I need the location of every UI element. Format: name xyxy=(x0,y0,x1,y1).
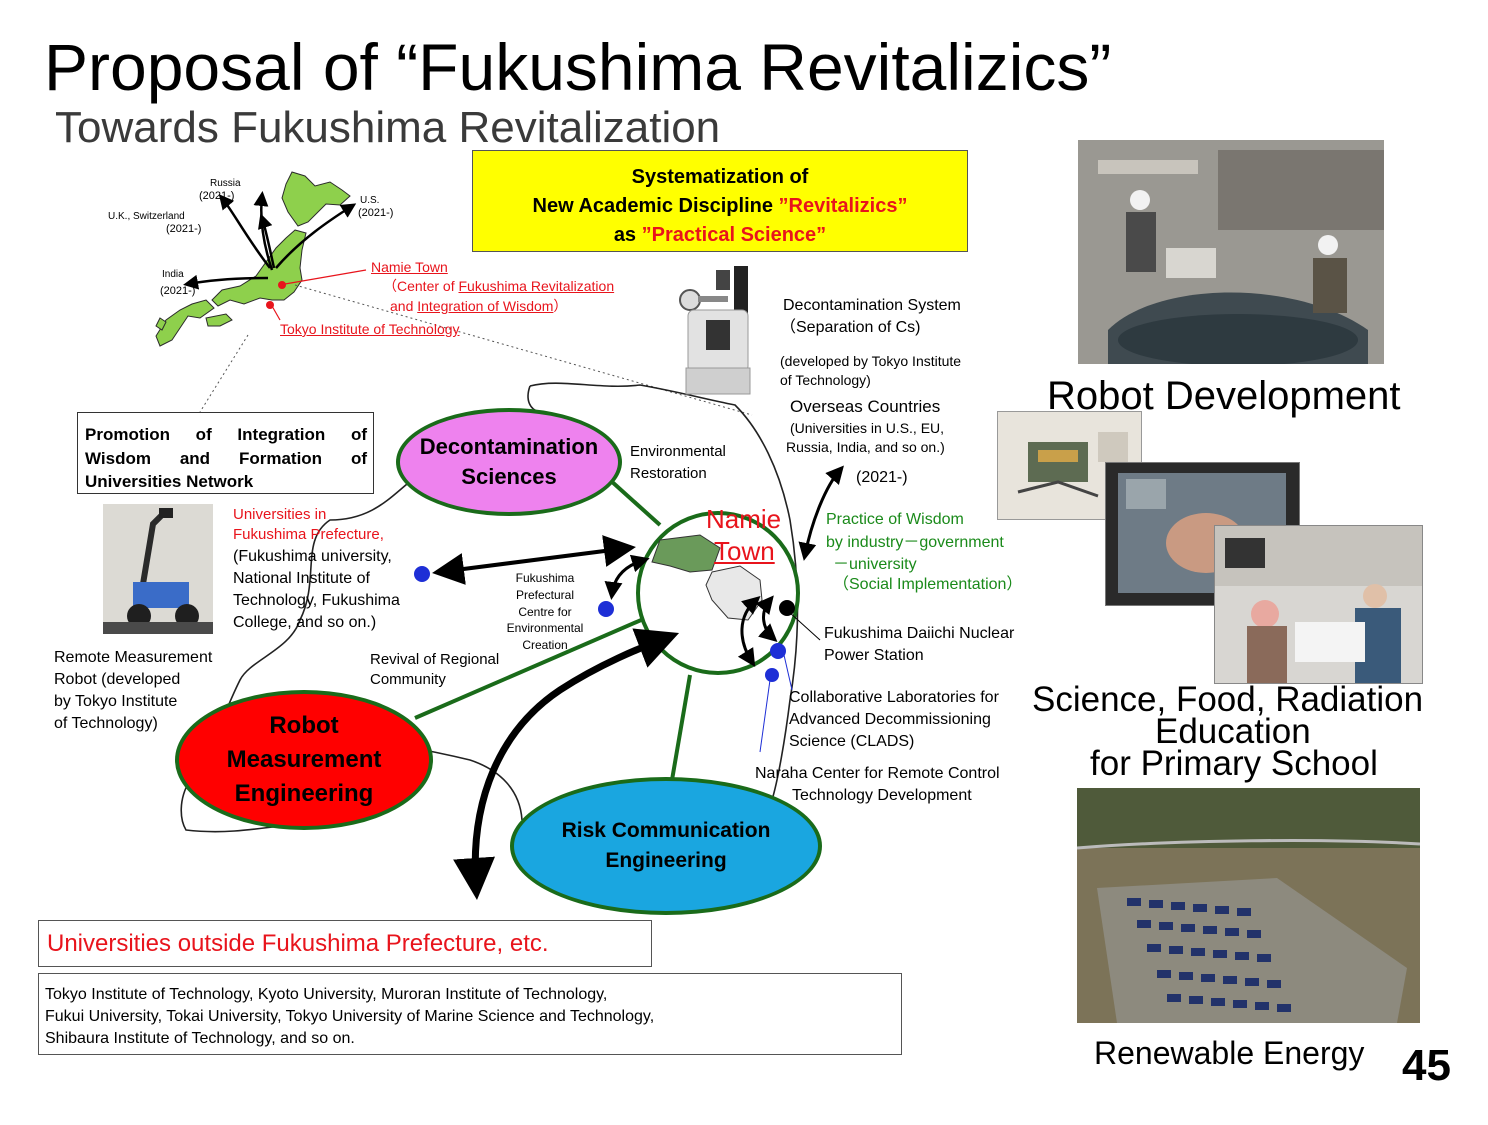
remote-robot-line2: Robot (developed xyxy=(54,671,181,688)
decon-system-dev2: of Technology) xyxy=(780,372,871,388)
remote-robot-line3: by Tokyo Institute xyxy=(54,693,178,710)
risk-communication-engineering-oval: Risk Communication Engineering xyxy=(510,777,822,915)
robot-oval-line2: Measurement xyxy=(226,746,382,773)
prefectural-line1: Fukushima xyxy=(515,571,575,585)
universities-in-fukushima-line2: Fukushima Prefecture, xyxy=(233,526,384,543)
map-tokyo-tech: Tokyo Institute of Technology xyxy=(280,321,460,337)
page-number: 45 xyxy=(1402,1041,1451,1090)
robot-oval-line3: Engineering xyxy=(234,780,374,807)
decon-system-dev1: (developed by Tokyo Institute xyxy=(780,353,962,369)
decon-system-line2: （Separation of Cs) xyxy=(780,319,921,336)
renewable-energy-photo xyxy=(1077,788,1420,1023)
overseas-line1: Overseas Countries xyxy=(790,397,941,416)
map-label-uk: U.K., Switzerland xyxy=(108,211,185,222)
universities-in-fukushima-line6: College, and so on.) xyxy=(233,614,377,631)
prefectural-centre-label: Fukushima Prefectural Centre for Environ… xyxy=(494,570,596,654)
remote-robot-line4: of Technology) xyxy=(54,715,158,732)
prefectural-line5: Creation xyxy=(522,638,568,653)
outside-list-line1: Tokyo Institute of Technology, Kyoto Uni… xyxy=(45,986,608,1003)
robot-development-caption: Robot Development xyxy=(1047,374,1401,418)
risk-oval-line2: Engineering xyxy=(605,849,727,872)
map-label-us-year: (2021-) xyxy=(358,207,394,219)
universities-in-fukushima-line5: Technology, Fukushima xyxy=(233,592,400,609)
practice-of-wisdom-line3: －university xyxy=(833,556,917,573)
map-label-uk-year: (2021-) xyxy=(166,223,202,235)
map-center-line1: （Center of Fukushima Revitalization xyxy=(383,278,615,294)
systematization-box: Systematization of New Academic Discipli… xyxy=(472,150,968,252)
decon-system-line1: Decontamination System xyxy=(783,297,961,314)
education-caption-line2: Education xyxy=(1155,712,1311,751)
prefectural-line3: Centre for xyxy=(518,604,572,619)
japan-map xyxy=(155,171,351,347)
naraha-label-line1: Naraha Center for Remote Control xyxy=(755,765,1000,782)
universities-in-fukushima-line3: (Fukushima university, xyxy=(233,548,392,565)
namie-center-label-line2: Town xyxy=(714,536,775,566)
education-photo-3 xyxy=(1214,525,1423,684)
revival-label-line2: Community xyxy=(370,671,446,688)
namie-center-label-line1: Namie xyxy=(706,504,782,534)
promotion-line2: Wisdom and Formation of xyxy=(85,448,367,468)
risk-oval-line1: Risk Communication xyxy=(561,819,771,842)
practice-of-wisdom-line2: by industry－government xyxy=(826,534,1004,551)
renewable-energy-caption: Renewable Energy xyxy=(1094,1035,1365,1071)
page-title: Proposal of “Fukushima Revitalizics” xyxy=(44,30,1112,104)
universities-in-fukushima-line4: National Institute of xyxy=(233,570,370,587)
promotion-line1: Promotion of Integration of xyxy=(85,425,367,444)
map-label-russia: Russia xyxy=(210,178,241,189)
clads-label-line3: Science (CLADS) xyxy=(789,733,915,750)
environmental-restoration-line2: Restoration xyxy=(630,465,707,482)
remote-robot-line1: Remote Measurement xyxy=(54,649,213,666)
outside-list-line2: Fukui University, Tokai University, Toky… xyxy=(45,1008,655,1025)
naraha-label-line2: Technology Development xyxy=(792,787,972,804)
map-label-india-year: (2021-) xyxy=(160,285,196,297)
prefectural-line4: Environmental xyxy=(506,621,584,636)
robot-development-photo xyxy=(1078,140,1384,364)
decontamination-sciences-oval: Decontamination Sciences xyxy=(396,408,622,516)
robot-oval-line1: Robot xyxy=(269,712,339,739)
overseas-line2: (Universities in U.S., EU, xyxy=(790,420,945,436)
daiichi-label-line2: Power Station xyxy=(824,647,924,664)
prefectural-line2: Prefectural xyxy=(515,587,575,602)
revival-label-line1: Revival of Regional xyxy=(370,651,500,668)
practice-of-wisdom-line4: （Social Implementation） xyxy=(833,576,1023,593)
education-caption-line3: for Primary School xyxy=(1090,744,1378,783)
map-label-us: U.S. xyxy=(360,195,380,206)
outside-universities-title-box: Universities outside Fukushima Prefectur… xyxy=(38,920,652,967)
education-caption-line1: Science, Food, Radiation xyxy=(1032,680,1424,719)
remote-measurement-robot-photo xyxy=(103,504,213,634)
clads-label-line1: Collaborative Laboratories for xyxy=(789,689,999,706)
decontamination-device-photo xyxy=(676,262,776,400)
outside-universities-title: Universities outside Fukushima Prefectur… xyxy=(47,930,549,957)
universities-in-fukushima-line1: Universities in xyxy=(233,506,327,523)
environmental-restoration-line1: Environmental xyxy=(630,443,726,460)
promotion-box: Promotion of Integration of Wisdom and F… xyxy=(77,412,374,494)
outside-universities-list-box: Tokyo Institute of Technology, Kyoto Uni… xyxy=(38,973,902,1055)
outside-list-line3: Shibaura Institute of Technology, and so… xyxy=(45,1030,355,1047)
daiichi-label-line1: Fukushima Daiichi Nuclear xyxy=(824,625,1015,642)
page-subtitle: Towards Fukushima Revitalization xyxy=(55,103,721,152)
overseas-line3: Russia, India, and so on.) xyxy=(786,439,945,455)
systematization-line1: Systematization of xyxy=(631,166,809,188)
map-label-russia-year: (2021-) xyxy=(199,190,235,202)
map-namie-town: Namie Town xyxy=(371,259,448,275)
practice-of-wisdom-line1: Practice of Wisdom xyxy=(826,511,964,528)
systematization-line3: as ”Practical Science” xyxy=(613,224,827,246)
robot-measurement-engineering-oval: Robot Measurement Engineering xyxy=(175,690,433,830)
promotion-line3: Universities Network xyxy=(85,472,254,491)
map-center-line2: and Integration of Wisdom） xyxy=(390,298,568,314)
overseas-year: (2021-) xyxy=(856,469,908,486)
decon-oval-line2: Sciences xyxy=(461,464,557,489)
map-label-india: India xyxy=(162,269,184,280)
systematization-line2: New Academic Discipline ”Revitalizics” xyxy=(532,195,908,217)
clads-label-line2: Advanced Decommissioning xyxy=(789,711,991,728)
decon-oval-line1: Decontamination xyxy=(419,434,599,459)
